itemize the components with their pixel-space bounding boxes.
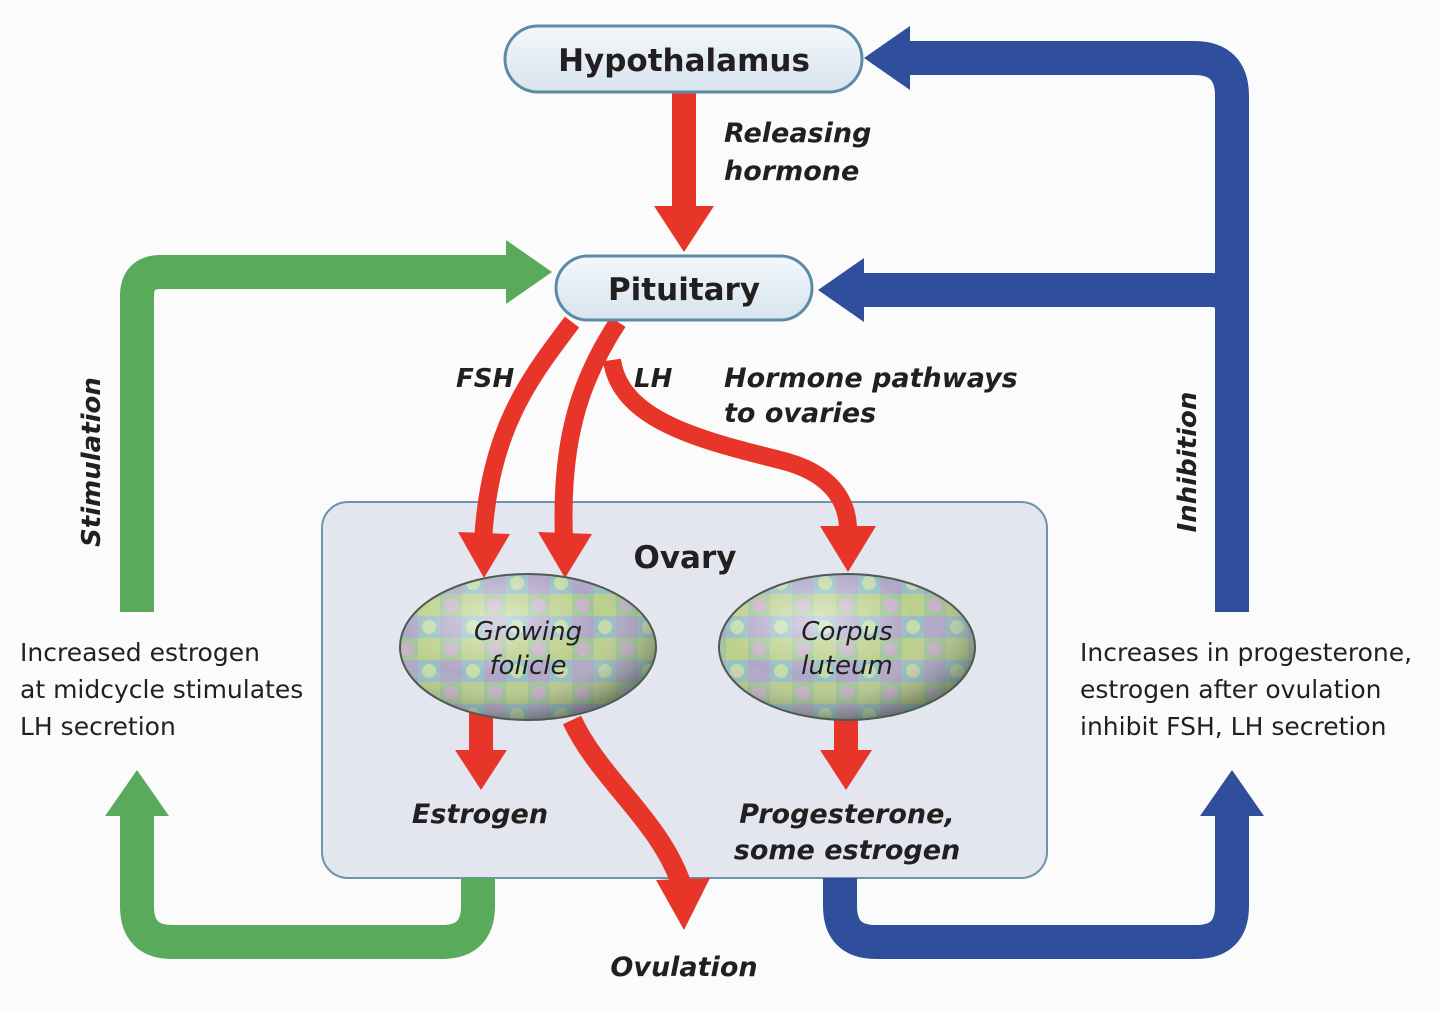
growing-follicle-label-line2: folicle bbox=[489, 651, 566, 681]
growing-follicle-label-line1: Growing bbox=[474, 617, 582, 647]
hypothalamus-label: Hypothalamus bbox=[558, 43, 810, 79]
hypothalamus-node: Hypothalamus bbox=[503, 24, 864, 94]
lh-label: LH bbox=[634, 364, 673, 394]
fsh-arrow bbox=[474, 316, 580, 541]
fsh-label: FSH bbox=[456, 364, 514, 394]
lh-arrow-follicle bbox=[554, 317, 626, 541]
stimulation-feedback-arrow bbox=[105, 240, 552, 959]
stimulation-arrowhead-top bbox=[506, 240, 552, 304]
releasing-hormone-label-line1: Releasing bbox=[724, 118, 871, 149]
corpus-luteum-label-line2: luteum bbox=[801, 651, 893, 681]
progesterone-arrowhead bbox=[820, 750, 872, 790]
pituitary-node: Pituitary bbox=[554, 254, 814, 322]
stimulation-arrow-top bbox=[120, 255, 508, 612]
corpus-luteum-label-line1: Corpus bbox=[801, 617, 892, 647]
growing-follicle-node: Growing folicle bbox=[399, 573, 657, 721]
lh-arrowhead-corpus bbox=[820, 526, 876, 572]
progesterone-label-line1: Progesterone, bbox=[739, 799, 954, 830]
inhibition-arrow-to-pituitary bbox=[862, 273, 1249, 312]
inhibition-note-line1: Increases in progesterone, bbox=[1080, 638, 1412, 667]
lh-arrow-corpus bbox=[603, 358, 857, 531]
inhibition-arrowhead-bottom bbox=[1200, 770, 1264, 816]
ovulation-arrow bbox=[562, 715, 692, 890]
hormone-pathways-label-line2: to ovaries bbox=[724, 398, 876, 429]
hormone-arrows bbox=[455, 90, 876, 930]
stimulation-note-line3: LH secretion bbox=[20, 712, 176, 741]
releasing-hormone-label-line2: hormone bbox=[724, 156, 859, 187]
stimulation-label: Stimulation bbox=[77, 377, 107, 547]
pituitary-label: Pituitary bbox=[608, 272, 760, 308]
inhibition-feedback-arrow bbox=[818, 26, 1264, 959]
ovary-label: Ovary bbox=[634, 540, 737, 576]
corpus-luteum-node: Corpus luteum bbox=[718, 573, 976, 721]
releasing-hormone-arrowhead bbox=[654, 206, 714, 252]
fsh-arrowhead bbox=[458, 532, 510, 578]
progesterone-label-line2: some estrogen bbox=[734, 835, 960, 866]
inhibition-note-line2: estrogen after ovulation bbox=[1080, 675, 1381, 704]
inhibition-arrow-to-hypothalamus bbox=[908, 41, 1249, 612]
estrogen-label: Estrogen bbox=[412, 799, 548, 830]
inhibition-label: Inhibition bbox=[1173, 392, 1203, 533]
stimulation-arrowhead-bottom bbox=[105, 770, 169, 816]
ovulation-label: Ovulation bbox=[610, 952, 757, 983]
inhibition-arrowhead-pituitary bbox=[818, 258, 864, 322]
inhibition-arrow-bottom bbox=[823, 814, 1249, 959]
stimulation-note-line1: Increased estrogen bbox=[20, 638, 260, 667]
inhibition-note-line3: inhibit FSH, LH secretion bbox=[1080, 712, 1386, 741]
stimulation-note-line2: at midcycle stimulates bbox=[20, 675, 303, 704]
stimulation-arrow-bottom bbox=[120, 814, 495, 959]
inhibition-arrowhead-hypothalamus bbox=[864, 26, 910, 90]
ovulation-arrowhead bbox=[656, 878, 710, 930]
estrogen-arrowhead bbox=[455, 750, 507, 790]
hormone-pathways-label-line1: Hormone pathways bbox=[724, 363, 1018, 394]
lh-arrowhead-follicle bbox=[538, 532, 592, 578]
